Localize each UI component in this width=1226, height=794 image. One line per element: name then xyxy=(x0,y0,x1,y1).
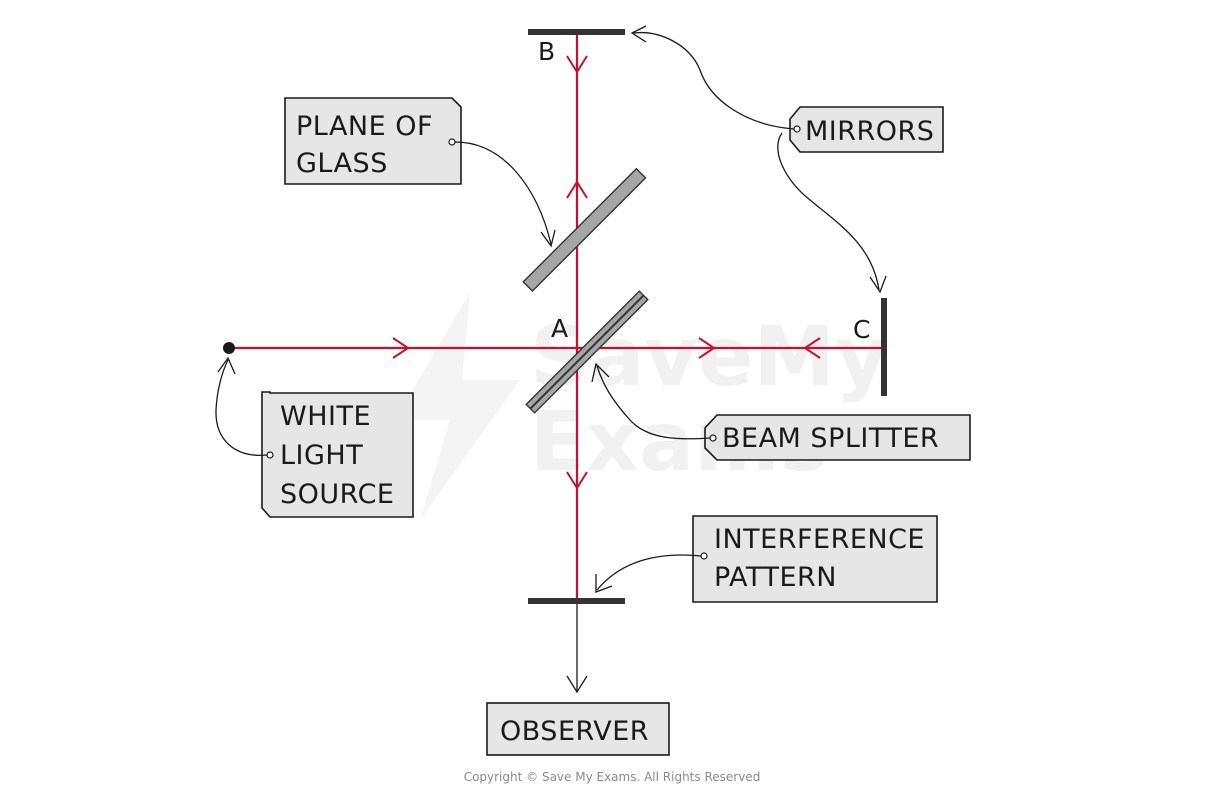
observer-arrow-head xyxy=(566,675,588,694)
plane-of-glass-line-2: GLASS xyxy=(296,148,388,179)
beam-splitter-tag: BEAM SPLITTER xyxy=(704,414,971,461)
plane-of-glass-tag: PLANE OF GLASS xyxy=(284,97,462,185)
mirrors-leader-to-c xyxy=(777,132,880,291)
mirrors-leader-to-b xyxy=(633,31,795,130)
copyright-text: Copyright © Save My Exams. All Rights Re… xyxy=(464,770,761,784)
ray-arrow-up xyxy=(566,180,588,199)
interference-pattern-tag: INTERFERENCE PATTERN xyxy=(692,515,938,603)
plane-of-glass-leader-head xyxy=(540,229,556,248)
white-light-source-line-3: SOURCE xyxy=(280,479,394,510)
mirror-b xyxy=(528,29,625,35)
observer-label: OBSERVER xyxy=(500,716,649,747)
interference-pattern-leader xyxy=(596,554,702,591)
ray-arrow-left xyxy=(803,337,821,359)
beam-splitter-leader-head xyxy=(591,362,610,383)
plane-of-glass-leader xyxy=(454,141,552,245)
beam-splitter xyxy=(525,290,649,414)
beam-splitter-leader xyxy=(596,365,711,440)
interference-pattern-line-2: PATTERN xyxy=(714,562,837,593)
white-light-source-leader-head xyxy=(217,356,236,375)
watermark-bolt-icon xyxy=(395,292,520,520)
mirror-c xyxy=(881,298,887,396)
mirrors-label: MIRRORS xyxy=(805,116,934,147)
point-b-label: B xyxy=(538,37,555,66)
plane-of-glass-line-1: PLANE OF xyxy=(296,111,433,142)
white-light-source-tag: WHITE LIGHT SOURCE xyxy=(261,391,414,518)
ray-arrow-right-2 xyxy=(698,337,716,359)
observer-box: OBSERVER xyxy=(486,702,670,756)
mirrors-tag: MIRRORS xyxy=(789,106,944,153)
ray-arrow-down-top xyxy=(566,55,588,74)
watermark: SaveMy Exams xyxy=(395,292,889,520)
white-light-source-leader xyxy=(215,359,268,456)
interference-pattern-leader-head xyxy=(595,574,613,593)
beam-splitter-label: BEAM SPLITTER xyxy=(722,423,939,454)
white-light-source-line-2: LIGHT xyxy=(280,440,363,471)
plane-of-glass xyxy=(522,167,647,293)
mirrors-leader-to-c-head xyxy=(869,275,887,294)
light-rays xyxy=(229,32,884,601)
point-a-label: A xyxy=(551,314,568,343)
ray-arrow-right-1 xyxy=(392,337,410,359)
light-source-dot xyxy=(223,342,235,354)
observation-screen xyxy=(528,598,625,604)
white-light-source-line-1: WHITE xyxy=(280,401,371,432)
mirrors-leader-to-b-head xyxy=(630,25,647,43)
ray-arrow-down-bottom xyxy=(566,471,588,490)
point-c-label: C xyxy=(853,315,870,344)
interference-pattern-line-1: INTERFERENCE xyxy=(714,524,925,555)
